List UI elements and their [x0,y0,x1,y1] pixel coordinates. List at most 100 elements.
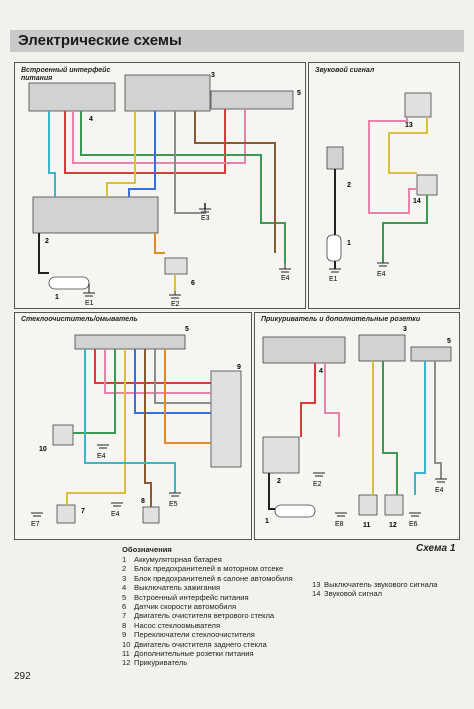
lighter-wire-cyan [414,361,426,495]
callout-2-horn: 2 [347,182,351,189]
lighter-engine-fuses [262,436,300,474]
lighter-diagram: E2 E8 E6 E4 1 2 3 4 11 12 5 [262,326,452,529]
battery-2 [326,234,342,262]
label-e5: E5 [169,501,178,508]
label-e4-lighter: E4 [435,487,444,494]
wire-pink [72,109,246,164]
label-e1-horn: E1 [329,276,338,283]
panel-lighter: Прикуриватель и дополнительные розетки E… [254,312,460,540]
wire-yellow [106,111,136,197]
callout-2: 2 [45,238,49,245]
callout-13: 13 [405,122,413,129]
power-interface-diagram: E1 E2 E3 E4 1 2 3 4 5 6 [28,72,301,308]
horn-diagram: E1 E4 1 2 13 14 [326,92,438,283]
label-e3: E3 [201,215,210,222]
ground-e4-wiper-2 [111,502,123,507]
lighter-interface [410,346,452,362]
wire-brown [194,111,276,253]
label-e4: E4 [281,275,290,282]
callout-5-wiper: 5 [185,326,189,333]
callout-3-lighter: 3 [403,326,407,333]
panel-horn: Звуковой сигнал E1 E4 1 2 13 14 [308,62,460,309]
panel-title-horn: Звуковой сигнал [315,67,375,75]
wire-blue [128,111,156,197]
panel-title-wiper: Стеклоочиститель/омыватель [21,316,138,324]
callout-14: 14 [413,198,421,205]
page-header: Электрические схемы [10,30,464,52]
callout-7: 7 [81,508,85,515]
ground-e6 [409,512,421,517]
callout-1: 1 [55,294,59,301]
scheme-label: Схема 1 [416,543,456,554]
lighter-wire-red [300,363,316,437]
wire-orange [154,233,165,254]
callout-11: 11 [363,522,371,529]
callout-10: 10 [39,446,47,453]
washer-pump [142,506,160,524]
ground-e5 [169,492,181,497]
legend-heading: Обозначения [122,545,172,554]
wiper-wire-yellow [66,349,126,505]
lighter-ignition-switch [262,336,346,364]
ground-e2 [169,291,181,299]
horn-wire-green [382,195,428,263]
wiper-switches [210,370,242,468]
callout-4: 4 [89,116,93,123]
fuse-block [326,146,344,170]
panel-title-power-interface: Встроенный интерфейс питания [21,67,111,83]
speed-sensor [164,257,188,275]
panel-wiper: Стеклоочиститель/омыватель E7 E4 E4 E5 5… [14,312,252,540]
aux-socket [358,494,378,516]
callout-3: 3 [211,72,215,79]
horn-wire-yellow [388,117,428,174]
label-e4-horn: E4 [377,271,386,278]
ground-e4-wiper [97,444,109,449]
wire-cyan [48,111,56,197]
wiper-wire-brown [144,349,152,507]
lighter-battery [274,504,316,518]
label-e7: E7 [31,521,40,528]
label-e6: E6 [409,521,418,528]
callout-1-lighter: 1 [265,518,269,525]
horn [416,174,438,196]
callout-6: 6 [191,280,195,287]
label-e8: E8 [335,521,344,528]
lighter-wire-green [382,361,398,495]
callout-4-lighter: 4 [319,368,323,375]
ground-e4-lighter [435,478,447,483]
label-e2-lighter: E2 [313,481,322,488]
wiper-wire-blue [134,349,211,414]
fuse-box-cabin [124,74,211,112]
ground-e1-horn [329,268,341,273]
wire-black [38,233,49,274]
page-number: 292 [14,671,31,682]
wiper-wire-cyan [84,349,176,493]
panel-title-lighter: Прикуриватель и дополнительные розетки [261,316,421,324]
panel-power-interface: Встроенный интерфейс питания E1 E2 E3 E4… [14,62,306,309]
ground-e8 [335,512,347,517]
lighter-wire-pink [324,363,340,437]
integrated-interface [210,90,294,110]
callout-5: 5 [297,90,301,97]
callout-2-lighter: 2 [277,478,281,485]
wiper-wire-pink [104,349,211,394]
label-e2: E2 [171,301,180,308]
horn-wire-pink [368,117,417,214]
ground-e4-horn [377,262,389,267]
ignition-switch [28,82,116,112]
lighter-wire-black [268,473,275,510]
callout-12: 12 [389,522,397,529]
ground-e7 [31,512,43,517]
wiper-interface [74,334,186,350]
